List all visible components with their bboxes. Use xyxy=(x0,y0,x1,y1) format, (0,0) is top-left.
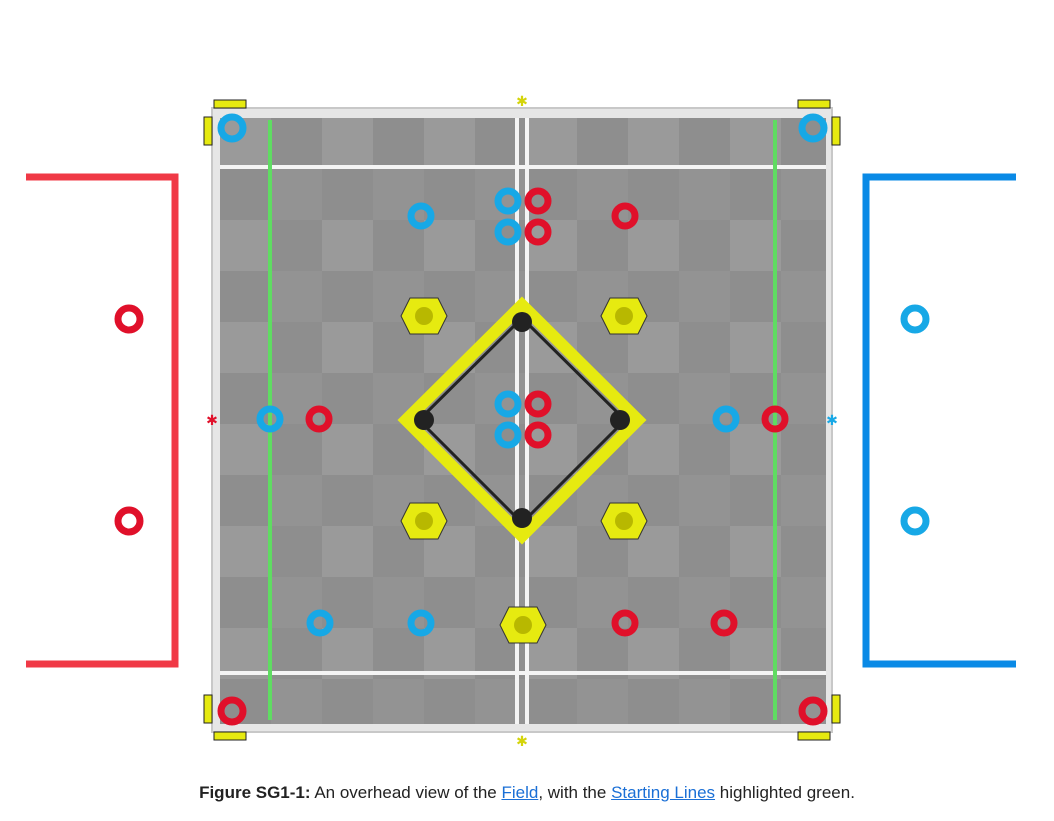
blue-ring-icon xyxy=(900,506,930,536)
field: ✱ ✱ ✱ ✱ xyxy=(203,94,841,750)
red-ring-icon xyxy=(217,187,828,726)
figure-caption: Figure SG1-1: An overhead view of the Fi… xyxy=(0,783,1054,803)
caption-text: , with the xyxy=(538,783,612,802)
red-ring-icon xyxy=(114,304,144,334)
corner-markers xyxy=(203,99,841,741)
caption-text: An overhead view of the xyxy=(310,783,502,802)
blue-ring-icon xyxy=(900,304,930,334)
figure-label: Figure SG1-1: xyxy=(199,783,311,802)
ladder-icon xyxy=(397,296,647,545)
svg-text:✱: ✱ xyxy=(826,413,838,429)
red-ring-icon xyxy=(114,506,144,536)
mobile-goal-icon xyxy=(400,297,648,634)
red-alliance-station xyxy=(26,173,179,668)
field-link[interactable]: Field xyxy=(501,783,539,802)
blue-alliance-station xyxy=(862,173,1016,668)
field-diagram: ✱ ✱ ✱ ✱ xyxy=(26,94,1016,750)
svg-text:✱: ✱ xyxy=(516,94,528,110)
caption-text: highlighted green. xyxy=(715,783,855,802)
blue-ring-icon xyxy=(217,113,828,637)
wall-stake-icon: ✱ ✱ ✱ ✱ xyxy=(206,94,838,750)
svg-text:✱: ✱ xyxy=(516,734,528,750)
svg-text:✱: ✱ xyxy=(206,413,218,429)
starting-lines-link[interactable]: Starting Lines xyxy=(611,783,716,802)
